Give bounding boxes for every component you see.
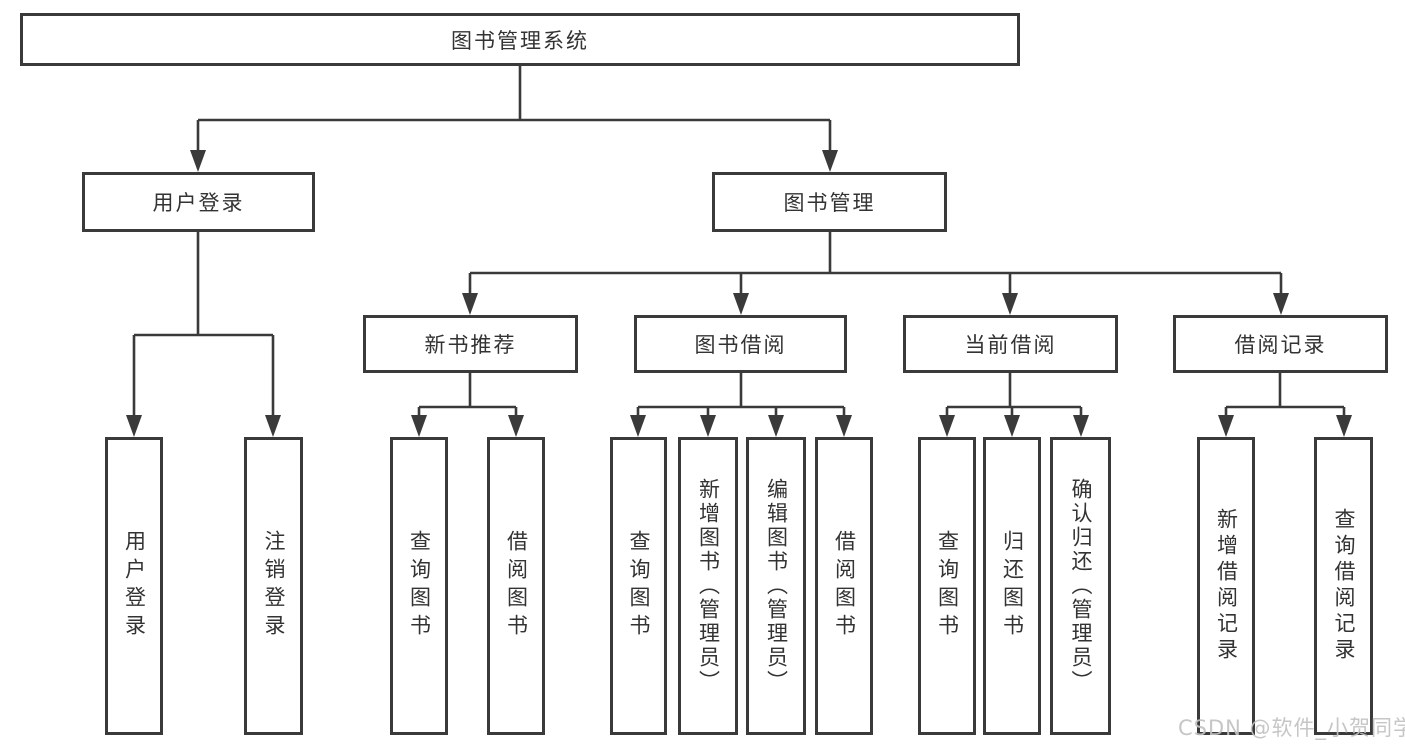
leaf-br-add-record: 新增借阅记录 — [1197, 437, 1255, 735]
node-borrowing-records: 借阅记录 — [1173, 315, 1388, 373]
leaf-bb-borrow-books: 借阅图书 — [815, 437, 873, 735]
leaf-nr-borrow-books-label: 借阅图书 — [504, 530, 529, 642]
node-current-borrowing-label: 当前借阅 — [964, 333, 1057, 357]
leaf-nr-borrow-books: 借阅图书 — [487, 437, 545, 735]
leaf-cb-confirm-return-admin-label: 确认归还（管理员） — [1069, 478, 1093, 694]
node-user-login-label: 用户登录 — [152, 191, 245, 215]
leaf-user-login: 用户登录 — [105, 437, 163, 735]
leaf-nr-query-books: 查询图书 — [390, 437, 448, 735]
leaf-cb-query-books: 查询图书 — [918, 437, 976, 735]
leaf-logout-label: 注销登录 — [262, 530, 286, 642]
node-current-borrowing: 当前借阅 — [903, 315, 1118, 373]
node-root-label: 图书管理系统 — [451, 28, 589, 53]
connector-arrowheads — [126, 150, 1352, 437]
node-book-management: 图书管理 — [712, 172, 947, 232]
leaf-br-query-record: 查询借阅记录 — [1314, 437, 1373, 735]
leaf-cb-return-books-label: 归还图书 — [1000, 530, 1025, 642]
node-book-borrowing-label: 图书借阅 — [694, 333, 787, 357]
node-book-management-label: 图书管理 — [783, 191, 876, 215]
leaf-br-query-record-label: 查询借阅记录 — [1332, 508, 1356, 664]
leaf-bb-add-books-admin: 新增图书（管理员） — [678, 437, 738, 735]
leaf-cb-return-books: 归还图书 — [983, 437, 1041, 735]
node-root: 图书管理系统 — [20, 13, 1020, 66]
csdn-watermark: CSDN @软件_小贺同学 — [1178, 716, 1405, 740]
leaf-bb-edit-books-admin: 编辑图书（管理员） — [746, 437, 806, 735]
node-user-login: 用户登录 — [82, 172, 315, 232]
leaf-bb-query-books-label: 查询图书 — [627, 530, 651, 642]
leaf-nr-query-books-label: 查询图书 — [407, 530, 432, 642]
leaf-bb-borrow-books-label: 借阅图书 — [832, 530, 857, 642]
node-borrowing-records-label: 借阅记录 — [1234, 333, 1327, 357]
leaf-cb-confirm-return-admin: 确认归还（管理员） — [1050, 437, 1111, 735]
connector-lines — [132, 66, 1346, 418]
leaf-br-add-record-label: 新增借阅记录 — [1214, 508, 1239, 664]
leaf-bb-edit-books-admin-label: 编辑图书（管理员） — [764, 478, 789, 694]
node-new-book-recommend: 新书推荐 — [363, 315, 578, 373]
leaf-user-login-label: 用户登录 — [122, 530, 147, 642]
leaf-bb-add-books-admin-label: 新增图书（管理员） — [696, 478, 721, 694]
leaf-logout: 注销登录 — [244, 437, 303, 735]
leaf-cb-query-books-label: 查询图书 — [935, 530, 960, 642]
node-new-book-recommend-label: 新书推荐 — [424, 333, 517, 357]
node-book-borrowing: 图书借阅 — [634, 315, 847, 373]
leaf-bb-query-books: 查询图书 — [610, 437, 667, 735]
